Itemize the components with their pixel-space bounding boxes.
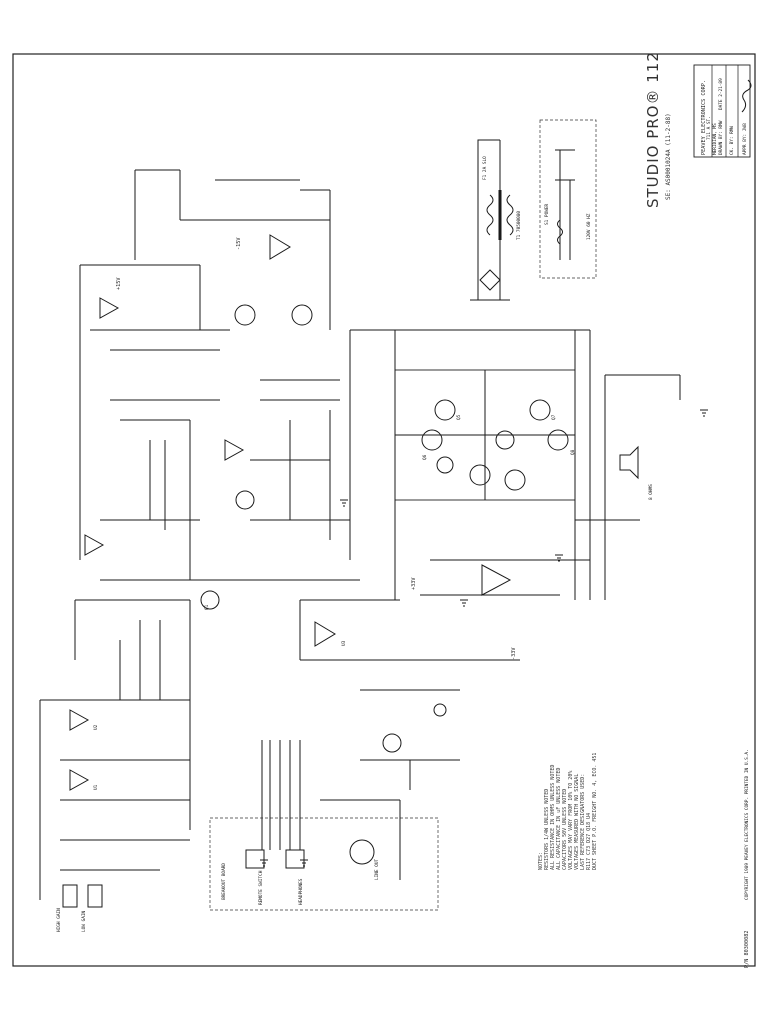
note-line: ALL RESISTANCE IN OHMS UNLESS NOTED: [550, 765, 556, 870]
transistor-q8: [547, 429, 569, 451]
signature: [741, 79, 752, 113]
transistor-q6: [421, 429, 443, 451]
rail-label: +15V: [116, 278, 122, 291]
part-label: Q7: [551, 414, 557, 420]
note-line: NOTES:: [538, 852, 544, 870]
title-block-city: MERIDIAN, MS: [712, 123, 718, 155]
opamp-u1: [69, 769, 90, 791]
title-block: PEAVEY ELECTRONICS CORP. 711 A ST. MERID…: [693, 64, 752, 158]
jack-j2: [87, 884, 103, 908]
input-section: HIGH GAIN LOW GAIN: [39, 620, 190, 932]
part-label: Q8: [570, 449, 576, 455]
breakout-label: BREAKOUT BOARD: [221, 863, 227, 900]
jack-j8: [285, 849, 305, 869]
jack-j7: [245, 849, 265, 869]
jack-j9: [349, 839, 375, 865]
rail-label: -15V: [236, 238, 242, 251]
note-line: VOLTAGES MAY VARY FROM 10% TO 20%: [568, 771, 574, 870]
note-line: CAPACITORS 50V UNLESS NOTED: [562, 789, 568, 870]
jack-j7-label: REMOTE SWITCH: [258, 870, 264, 905]
title-block-date: DATE 2-21-89: [718, 78, 724, 110]
transformer-label: T1 70500080: [516, 211, 522, 240]
jack-j2-label: LOW GAIN: [81, 910, 87, 932]
part-label: Q6: [422, 454, 428, 460]
fuse-label: F1 2A SLO: [482, 156, 488, 180]
title-block-address: 711 A ST.: [706, 116, 712, 140]
note-line: ALL CAPACITANCE IN uF UNLESS NOTED: [556, 768, 562, 870]
title-block-drawn-by: DRAWN BY: RMW: [718, 120, 724, 155]
note-line: DUCT SHEET P.O. FREIGHT NO. 4, ECO. 451: [592, 753, 598, 870]
part-number: P/N 80300082: [744, 931, 750, 968]
part-label: U2: [93, 724, 99, 730]
part-label: U1: [93, 784, 99, 790]
part-label: Q1: [204, 604, 210, 610]
title-block-approved-by: APPR BY: JWB: [742, 123, 748, 155]
preamp-section: [74, 169, 520, 830]
transformer-primary: [486, 194, 494, 236]
rail-labels: +15V -15V +33V -33V: [116, 238, 517, 661]
schematic-number: SE: AS0001024A (11-2-88): [665, 113, 672, 200]
power-switch-label: S1 POWER: [544, 203, 550, 225]
part-label: U3: [341, 640, 347, 646]
note-line: LAST REFERENCE DESIGNATORS USED:: [580, 774, 586, 870]
opamp-u2: [69, 709, 90, 731]
opamp-u3: [314, 621, 336, 647]
part-label: Q5: [456, 414, 462, 420]
jack-j1-label: HIGH GAIN: [56, 908, 62, 932]
breakout-board: BREAKOUT BOARD REMOTE SWITCH HEADPHONES …: [209, 740, 439, 911]
note-line: VOLTAGES MEASURED WITH NO SIGNAL: [574, 774, 580, 870]
opamp-u4: [481, 564, 512, 596]
product-title: STUDIO PRO® 112: [644, 51, 662, 208]
notes-block: NOTES: RESISTORS 1/4W UNLESS NOTED ALL R…: [538, 753, 598, 870]
power-supply-section: 120V 60 HZ T1 70500080 F1 2A SLO S1 POWE…: [470, 119, 597, 301]
output-stage: 8 OHMS: [349, 329, 681, 600]
rail-label: +33V: [411, 578, 417, 591]
part-labels: U1 U2 U3 Q1 Q5 Q6 Q7 Q8: [93, 414, 576, 790]
transistor-q7: [529, 399, 551, 421]
ground-symbols: [260, 409, 708, 867]
rail-label: -33V: [511, 648, 517, 661]
note-line: R117 C73 D27 Q18 U4: [586, 813, 592, 870]
transistor-q5: [434, 399, 456, 421]
title-block-company: PEAVEY ELECTRONICS CORP.: [701, 80, 707, 155]
jack-j9-label: LINE OUT: [374, 858, 380, 880]
bridge-rectifier: [479, 269, 501, 291]
speaker-label: 8 OHMS: [648, 484, 654, 500]
ac-input-dashed-box: [539, 119, 597, 279]
transformer-secondary: [506, 194, 514, 236]
note-line: RESISTORS 1/4W UNLESS NOTED: [544, 789, 550, 870]
ac-input-label: 120V 60 HZ: [586, 213, 592, 240]
jack-j8-label: HEADPHONES: [298, 878, 304, 905]
title-block-checked-by: CK. BY: RMW: [729, 126, 735, 155]
jack-j1: [62, 884, 78, 908]
speaker-icon: [619, 445, 639, 480]
sheet-border: [12, 53, 756, 967]
copyright: COPYRIGHT 1989 PEAVEY ELECTRONICS CORP. …: [744, 749, 750, 900]
